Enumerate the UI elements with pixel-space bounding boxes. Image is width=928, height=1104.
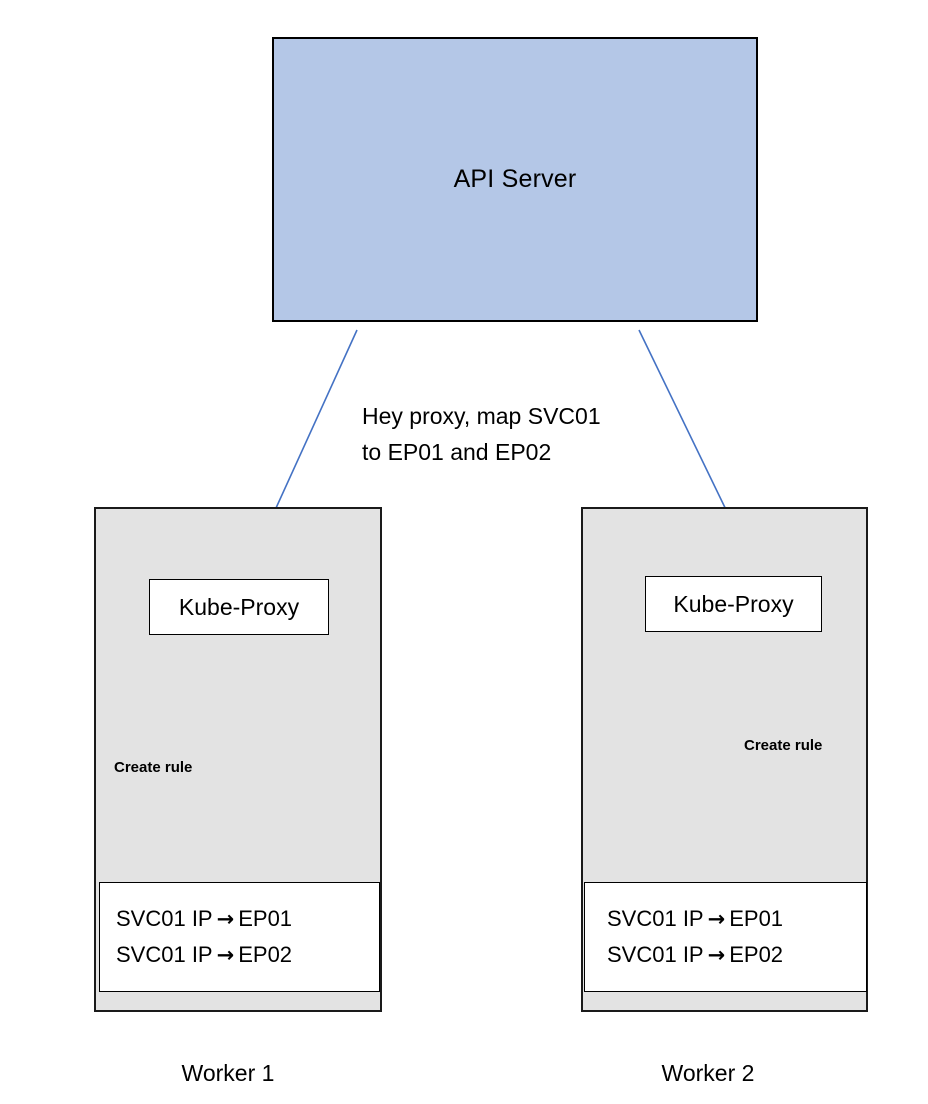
rule-source: SVC01 IP xyxy=(116,906,213,931)
rule-source: SVC01 IP xyxy=(607,906,704,931)
rule-arrow-icon: → xyxy=(216,907,235,931)
rule-row: SVC01 IP→EP01 xyxy=(585,901,866,937)
worker-node-1[interactable]: Kube-Proxy Create rule SVC01 IP→EP01 SVC… xyxy=(94,507,382,1012)
flow-message-line-2: to EP01 and EP02 xyxy=(362,439,552,465)
rule-target: EP01 xyxy=(238,906,293,931)
create-rule-label-worker-2: Create rule xyxy=(744,737,823,754)
api-server-node[interactable]: API Server xyxy=(272,37,758,322)
api-server-label: API Server xyxy=(453,165,577,193)
rules-box-worker-1[interactable]: SVC01 IP→EP01 SVC01 IP→EP02 xyxy=(99,882,380,992)
rules-box-worker-2[interactable]: SVC01 IP→EP01 SVC01 IP→EP02 xyxy=(584,882,867,992)
kube-proxy-box-worker-2[interactable]: Kube-Proxy xyxy=(645,576,822,632)
rule-target: EP02 xyxy=(729,942,784,967)
rule-arrow-icon: → xyxy=(216,943,235,967)
rule-source: SVC01 IP xyxy=(116,942,213,967)
rule-arrow-icon: → xyxy=(707,907,726,931)
rule-target: EP02 xyxy=(238,942,293,967)
flow-message-line-1: Hey proxy, map SVC01 xyxy=(362,403,601,429)
worker-node-2[interactable]: Kube-Proxy Create rule SVC01 IP→EP01 SVC… xyxy=(581,507,868,1012)
rule-row: SVC01 IP→EP02 xyxy=(585,937,866,973)
rule-row: SVC01 IP→EP01 xyxy=(100,901,379,937)
flow-message-caption: Hey proxy, map SVC01 to EP01 and EP02 xyxy=(362,398,662,470)
kube-proxy-label: Kube-Proxy xyxy=(178,593,300,620)
kube-proxy-box-worker-1[interactable]: Kube-Proxy xyxy=(149,579,329,635)
worker-caption-2: Worker 2 xyxy=(661,1060,755,1086)
worker-caption-1: Worker 1 xyxy=(181,1060,275,1086)
create-rule-label-worker-1: Create rule xyxy=(114,759,193,776)
rule-target: EP01 xyxy=(729,906,784,931)
kube-proxy-label: Kube-Proxy xyxy=(673,590,794,617)
rule-row: SVC01 IP→EP02 xyxy=(100,937,379,973)
rule-source: SVC01 IP xyxy=(607,942,704,967)
rule-arrow-icon: → xyxy=(707,943,726,967)
